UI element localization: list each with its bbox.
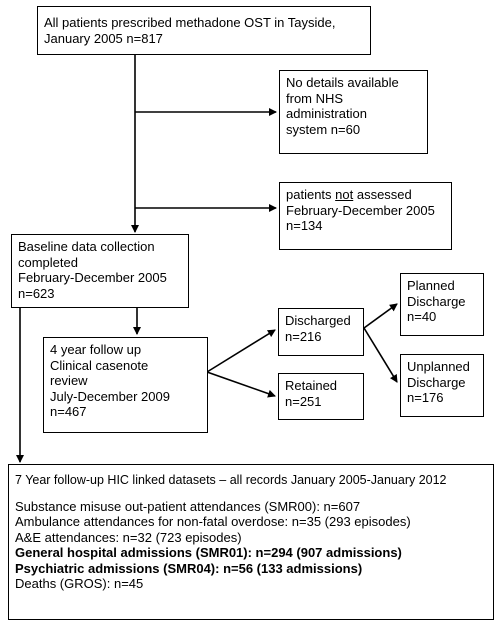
unplanned-line2: Discharge bbox=[407, 374, 466, 390]
followup7-item-ae: A&E attendances: n=32 (723 episodes) bbox=[15, 529, 242, 545]
followup7-spacer bbox=[15, 489, 487, 499]
followup7-item-smr00: Substance misuse out-patient attendances… bbox=[15, 498, 361, 514]
discharged-line2: n=216 bbox=[285, 328, 322, 344]
followup7-item-deaths: Deaths (GROS): n=45 bbox=[15, 576, 144, 591]
all-patients-line1: All patients prescribed methadone OST in… bbox=[44, 15, 336, 30]
arrow-to-planned bbox=[363, 303, 398, 329]
discharged-box: Discharged n=216 bbox=[278, 308, 364, 356]
arrow-to-unplanned bbox=[363, 327, 398, 383]
followup4-box: 4 year follow up Clinical casenote revie… bbox=[43, 337, 208, 433]
followup7-item-smr01: General hospital admissions (SMR01): n=2… bbox=[15, 545, 402, 560]
not-assessed-post: assessed bbox=[353, 187, 412, 202]
retained-line2: n=251 bbox=[285, 393, 322, 409]
no-details-line4: system n=60 bbox=[286, 121, 361, 137]
followup4-line2: Clinical casenote bbox=[50, 357, 149, 373]
followup4-line3: review bbox=[50, 373, 88, 388]
unplanned-line3: n=176 bbox=[407, 390, 444, 405]
followup7-item-ambulance: Ambulance attendances for non-fatal over… bbox=[15, 514, 411, 529]
planned-line1: Planned bbox=[407, 278, 455, 293]
no-details-line2: from NHS bbox=[286, 90, 344, 106]
unplanned-box: Unplanned Discharge n=176 bbox=[400, 354, 484, 417]
baseline-line2: completed bbox=[18, 254, 78, 270]
baseline-box: Baseline data collection completed Febru… bbox=[11, 234, 189, 308]
unplanned-line1: Unplanned bbox=[407, 359, 470, 374]
no-details-line1: No details available bbox=[286, 75, 399, 90]
discharged-line1: Discharged bbox=[285, 313, 351, 328]
retained-line1: Retained bbox=[285, 378, 338, 393]
planned-line2: Discharge bbox=[407, 293, 466, 309]
all-patients-line2: January 2005 n=817 bbox=[44, 30, 163, 46]
followup4-line1: 4 year follow up bbox=[50, 342, 142, 357]
followup4-line5: n=467 bbox=[50, 404, 87, 419]
baseline-line1: Baseline data collection bbox=[18, 239, 155, 254]
not-assessed-line3: n=134 bbox=[286, 218, 323, 233]
followup7-item-smr04: Psychiatric admissions (SMR04): n=56 (13… bbox=[15, 560, 363, 576]
not-assessed-box: patients not assessed February-December … bbox=[279, 182, 452, 250]
planned-box: Planned Discharge n=40 bbox=[400, 273, 484, 336]
followup4-line4: July-December 2009 bbox=[50, 388, 170, 404]
followup7-box: 7 Year follow-up HIC linked datasets – a… bbox=[8, 464, 494, 620]
planned-line3: n=40 bbox=[407, 309, 437, 324]
arrow-to-discharged bbox=[206, 329, 276, 373]
not-assessed-line2: February-December 2005 bbox=[286, 202, 435, 218]
followup7-title: 7 Year follow-up HIC linked datasets – a… bbox=[15, 473, 447, 487]
arrow-to-retained bbox=[206, 371, 276, 398]
not-assessed-pre: patients bbox=[286, 187, 336, 202]
not-assessed-line1: patients not assessed bbox=[286, 187, 445, 203]
all-patients-box: All patients prescribed methadone OST in… bbox=[37, 6, 371, 55]
baseline-line4: n=623 bbox=[18, 285, 55, 301]
not-assessed-underlined: not bbox=[335, 187, 354, 202]
no-details-line3: administration bbox=[286, 106, 367, 121]
no-details-box: No details available from NHS administra… bbox=[279, 70, 428, 154]
retained-box: Retained n=251 bbox=[278, 373, 364, 420]
baseline-line3: February-December 2005 bbox=[18, 270, 167, 285]
